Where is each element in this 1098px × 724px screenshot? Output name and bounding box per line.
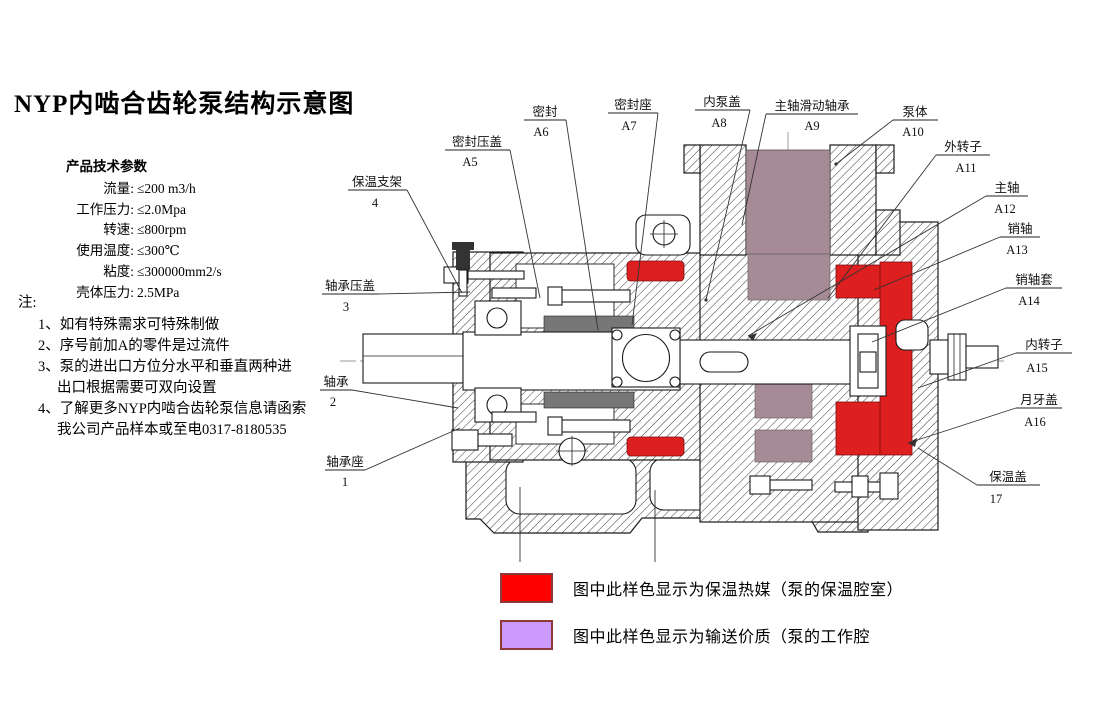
svg-text:密封压盖: 密封压盖 xyxy=(452,134,502,149)
svg-text:保温盖: 保温盖 xyxy=(989,470,1027,484)
svg-text:轴承: 轴承 xyxy=(323,374,349,389)
base-bolts xyxy=(556,436,899,500)
svg-text:3: 3 xyxy=(343,300,349,314)
part-label-pin-sleeve: 销轴套 A14 xyxy=(871,272,1062,343)
spec-row: 工作压力:≤2.0Mpa xyxy=(76,201,187,217)
svg-text:A9: A9 xyxy=(804,119,819,133)
legend-row-heat-medium: 图中此样色显示为保温热媒（泵的保温腔室） xyxy=(500,573,903,603)
svg-text:轴承压盖: 轴承压盖 xyxy=(325,278,375,293)
part-label-seal: 密封 A6 xyxy=(524,104,599,331)
svg-text:A6: A6 xyxy=(533,125,548,139)
note-line: 3、泵的进出口方位分水平和垂直两种进 xyxy=(38,359,292,375)
spec-row: 粘度:≤300000mm2/s xyxy=(103,263,222,279)
rotor-bore xyxy=(611,327,681,388)
svg-text:2: 2 xyxy=(330,395,336,409)
svg-text:17: 17 xyxy=(990,492,1003,506)
spec-row: 转速:≤800rpm xyxy=(103,222,187,238)
insulation-bracket-fitting xyxy=(452,242,474,297)
svg-text:4: 4 xyxy=(372,196,379,210)
svg-text:密封座: 密封座 xyxy=(614,97,652,112)
note-line: 2、序号前加A的零件是过流件 xyxy=(38,338,230,354)
svg-text:内转子: 内转子 xyxy=(1025,337,1063,352)
page-title: NYP内啮合齿轮泵结构示意图 xyxy=(14,91,355,118)
casing-lug xyxy=(635,214,691,256)
part-label-bearing-gland: 轴承压盖 3 xyxy=(322,278,471,314)
part-label-bearing: 轴承 2 xyxy=(320,374,459,409)
notes-header: 注: xyxy=(18,295,37,311)
part-label-outer-rotor: 外转子 A11 xyxy=(827,139,990,299)
notes-panel: 注: 1、如有特殊需求可特殊制做 2、序号前加A的零件是过流件 3、泵的进出口方… xyxy=(18,293,306,441)
spec-row: 壳体压力:2.5MPa xyxy=(76,284,180,300)
svg-text:A8: A8 xyxy=(711,116,726,130)
part-label-main-shaft: 主轴 A12 xyxy=(747,180,1028,341)
pin-assembly xyxy=(849,325,887,397)
heat-chambers xyxy=(626,260,929,457)
legend-swatch-red xyxy=(500,573,553,603)
note-line: 我公司产品样本或至电0317-8180535 xyxy=(57,422,287,438)
svg-text:泵体: 泵体 xyxy=(902,105,928,119)
svg-text:月牙盖: 月牙盖 xyxy=(1020,393,1058,407)
legend-row-working-medium: 图中此样色显示为输送价质（泵的工作腔 xyxy=(500,620,903,650)
svg-text:主轴: 主轴 xyxy=(994,180,1019,195)
svg-text:A15: A15 xyxy=(1026,361,1048,375)
svg-text:销轴套: 销轴套 xyxy=(1015,272,1053,287)
working-chambers xyxy=(747,253,831,463)
svg-text:A10: A10 xyxy=(902,125,924,139)
svg-text:1: 1 xyxy=(342,475,348,489)
svg-text:A7: A7 xyxy=(621,119,636,133)
spec-panel: 产品技术参数 流量:≤200 m3/h 工作压力:≤2.0Mpa 转速:≤800… xyxy=(40,157,222,304)
port-working-chamber xyxy=(745,149,831,255)
part-label-inner-rotor: 内转子 A15 xyxy=(917,337,1072,389)
svg-text:外转子: 外转子 xyxy=(944,139,982,154)
svg-text:保温支架: 保温支架 xyxy=(352,175,402,189)
part-label-bearing-seat: 轴承座 1 xyxy=(325,427,461,489)
note-line: 1、如有特殊需求可特殊制做 xyxy=(38,317,220,333)
spec-row: 流量:≤200 m3/h xyxy=(103,180,196,196)
svg-text:密封: 密封 xyxy=(532,104,557,119)
main-shaft xyxy=(362,331,863,391)
part-label-main-shaft-sliding-bearing: 主轴滑动轴承 A9 xyxy=(741,98,858,226)
svg-text:内泵盖: 内泵盖 xyxy=(703,95,741,109)
svg-text:A11: A11 xyxy=(955,161,976,175)
part-label-inner-pump-cover: 内泵盖 A8 xyxy=(695,95,751,302)
svg-text:A16: A16 xyxy=(1024,415,1046,429)
part-label-seal-seat: 密封座 A7 xyxy=(608,97,659,326)
svg-text:A12: A12 xyxy=(994,202,1016,216)
part-label-pin-shaft: 销轴 A13 xyxy=(873,221,1040,291)
note-line: 出口根据需要可双向设置 xyxy=(57,380,217,396)
svg-text:销轴: 销轴 xyxy=(1007,221,1032,236)
note-line: 4、了解更多NYP内啮合齿轮泵信息请函索 xyxy=(38,401,307,417)
legend-swatch-purple xyxy=(500,620,553,650)
part-label-insulation-bracket: 保温支架 4 xyxy=(348,175,463,294)
svg-text:A13: A13 xyxy=(1006,243,1028,257)
spec-header: 产品技术参数 xyxy=(66,159,147,174)
part-label-insulation-cover: 保温盖 17 xyxy=(917,447,1040,506)
svg-text:主轴滑动轴承: 主轴滑动轴承 xyxy=(774,98,850,113)
legend-label-working-medium: 图中此样色显示为输送价质（泵的工作腔 xyxy=(573,629,871,646)
part-label-seal-gland: 密封压盖 A5 xyxy=(445,134,541,299)
shaft-stub xyxy=(929,333,999,381)
svg-text:A5: A5 xyxy=(462,155,477,169)
part-label-crescent-cover: 月牙盖 A16 xyxy=(907,393,1062,447)
part-label-pump-body: 泵体 A10 xyxy=(834,105,938,166)
legend-label-heat-medium: 图中此样色显示为保温热媒（泵的保温腔室） xyxy=(573,582,904,599)
svg-text:轴承座: 轴承座 xyxy=(326,454,364,469)
spec-row: 使用温度:≤300℃ xyxy=(76,243,180,259)
top-port-flange xyxy=(683,144,901,256)
svg-text:A14: A14 xyxy=(1018,294,1040,308)
legend: 图中此样色显示为保温热媒（泵的保温腔室） 图中此样色显示为输送价质（泵的工作腔 xyxy=(500,573,903,667)
